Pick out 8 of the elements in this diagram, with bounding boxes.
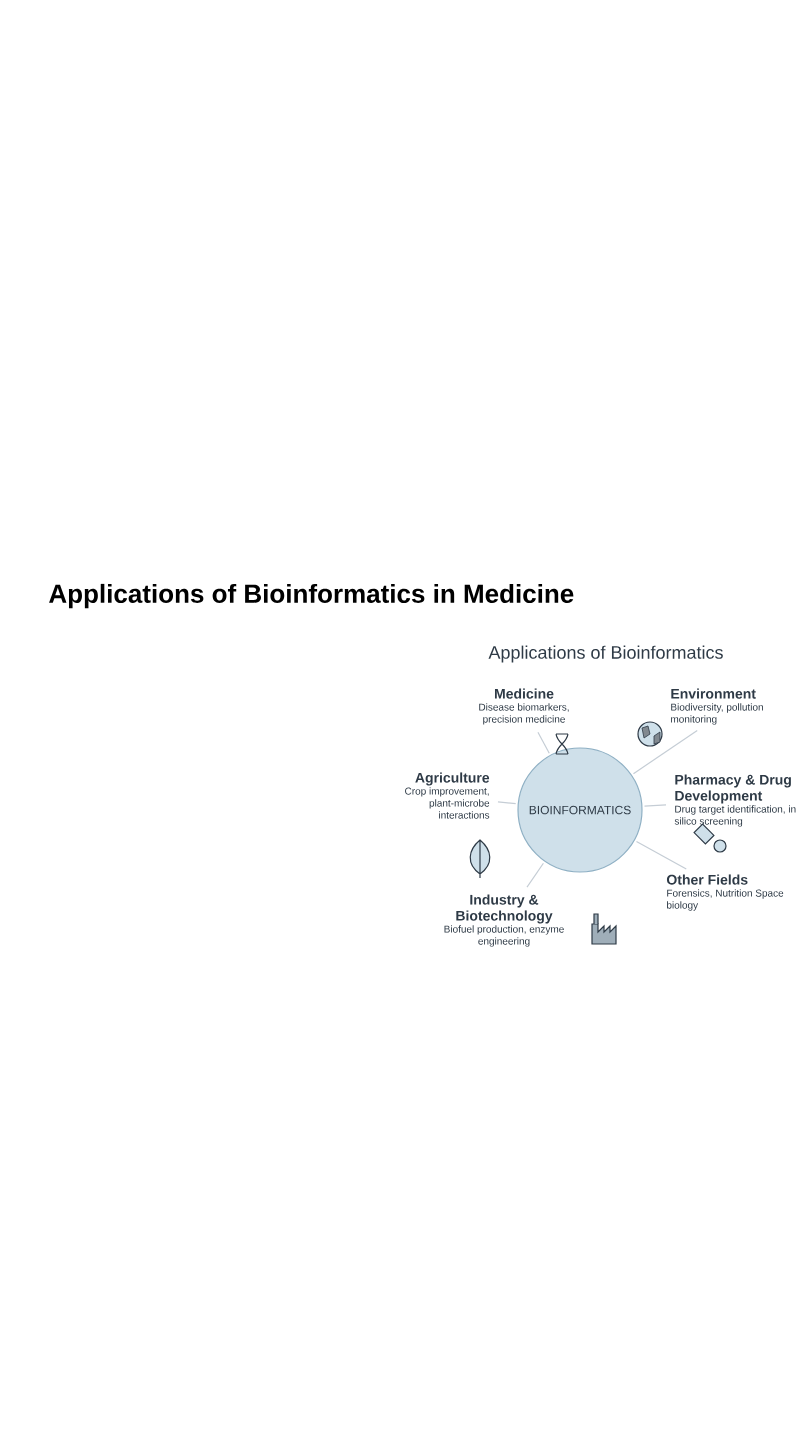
spoke-line [497,801,517,805]
spoke-line [635,840,687,870]
spoke-line [643,804,667,807]
slide-title: Applications of Bioinformatics in Medicine [49,583,574,609]
spoke-line [632,729,698,775]
spoke-line [526,862,544,888]
spoke-line [537,731,550,754]
diagram-heading: Applications of Bioinformatics [488,645,723,663]
